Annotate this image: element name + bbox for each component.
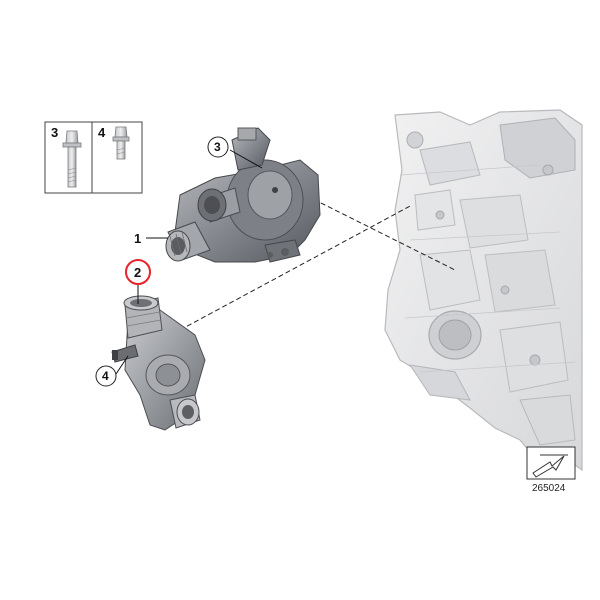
arrow-icon <box>532 454 568 478</box>
long-bolt-icon <box>62 130 82 188</box>
callout-2[interactable]: 2 <box>125 259 151 285</box>
callout-4-label: 4 <box>102 369 109 383</box>
diagram-id: 265024 <box>532 483 566 494</box>
legend-number-3: 3 <box>51 125 58 140</box>
callout-3[interactable]: 3 <box>207 136 229 158</box>
callout-1-label: 1 <box>134 231 141 246</box>
callout-4[interactable]: 4 <box>95 365 117 387</box>
legend-box: 3 4 <box>44 121 143 194</box>
callout-4-circle <box>95 365 117 387</box>
callout-1[interactable]: 1 <box>134 231 141 246</box>
callout-leaders <box>115 149 263 375</box>
engine-block <box>384 109 583 472</box>
callout-2-label: 2 <box>134 265 141 280</box>
thermostat-housing[interactable] <box>111 295 206 431</box>
callout-3-circle <box>207 136 229 158</box>
short-bolt-icon <box>112 126 130 160</box>
leader-thermostat-to-block <box>179 204 413 331</box>
dashed-leader-lines <box>179 184 456 331</box>
diagram-id-badge: 265024 <box>526 446 576 494</box>
legend-number-4: 4 <box>98 125 106 140</box>
callout-2-highlight-ring <box>125 259 151 285</box>
water-pump[interactable] <box>165 127 321 263</box>
callout-3-label: 3 <box>214 140 221 154</box>
